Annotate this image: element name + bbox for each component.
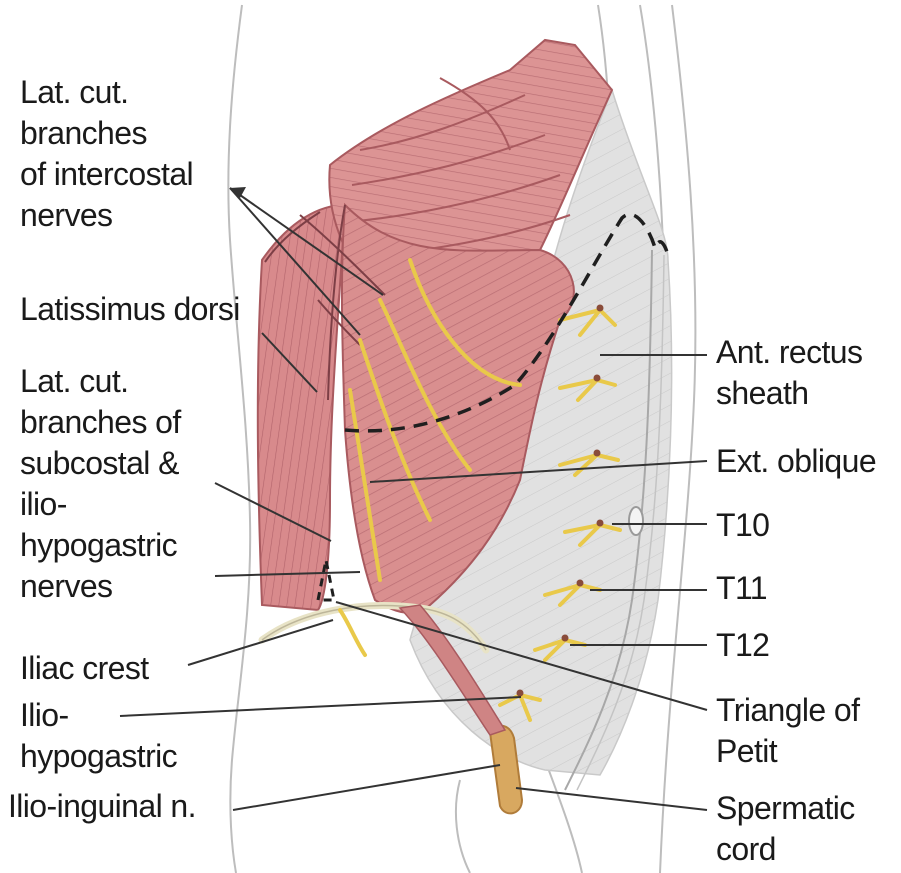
label-ilioinguinal: Ilio-inguinal n. bbox=[8, 786, 196, 827]
label-iliohypogastric: Ilio- hypogastric bbox=[20, 695, 177, 777]
label-iliac-crest: Iliac crest bbox=[20, 648, 149, 689]
label-line: Lat. cut. bbox=[20, 361, 181, 402]
label-line: branches bbox=[20, 113, 193, 154]
label-line: sheath bbox=[716, 373, 862, 414]
label-line: Ilio- bbox=[20, 695, 177, 736]
label-ant-rectus-sheath: Ant. rectus sheath bbox=[716, 332, 862, 414]
label-line: Lat. cut. bbox=[20, 72, 193, 113]
label-t11: T11 bbox=[716, 568, 767, 609]
label-lat-cut-intercostal: Lat. cut. branches of intercostal nerves bbox=[20, 72, 193, 236]
label-latissimus-dorsi: Latissimus dorsi bbox=[20, 289, 240, 330]
label-line: nerves bbox=[20, 195, 193, 236]
label-line: hypogastric bbox=[20, 525, 181, 566]
label-lat-cut-subcostal: Lat. cut. branches of subcostal & ilio- … bbox=[20, 361, 181, 607]
label-line: branches of bbox=[20, 402, 181, 443]
label-line: nerves bbox=[20, 566, 181, 607]
label-line: of intercostal bbox=[20, 154, 193, 195]
label-line: Triangle of bbox=[716, 690, 859, 731]
label-line: Ant. rectus bbox=[716, 332, 862, 373]
label-line: Spermatic bbox=[716, 788, 855, 829]
label-t10: T10 bbox=[716, 505, 769, 546]
label-triangle-of-petit: Triangle of Petit bbox=[716, 690, 859, 772]
label-ext-oblique: Ext. oblique bbox=[716, 441, 876, 482]
label-line: cord bbox=[716, 829, 855, 870]
latissimus-dorsi-muscle bbox=[258, 205, 345, 610]
label-line: Petit bbox=[716, 731, 859, 772]
label-spermatic-cord: Spermatic cord bbox=[716, 788, 855, 870]
umbilicus bbox=[629, 507, 643, 535]
label-line: subcostal & bbox=[20, 443, 181, 484]
label-line: ilio- bbox=[20, 484, 181, 525]
label-line: hypogastric bbox=[20, 736, 177, 777]
label-t12: T12 bbox=[716, 625, 769, 666]
